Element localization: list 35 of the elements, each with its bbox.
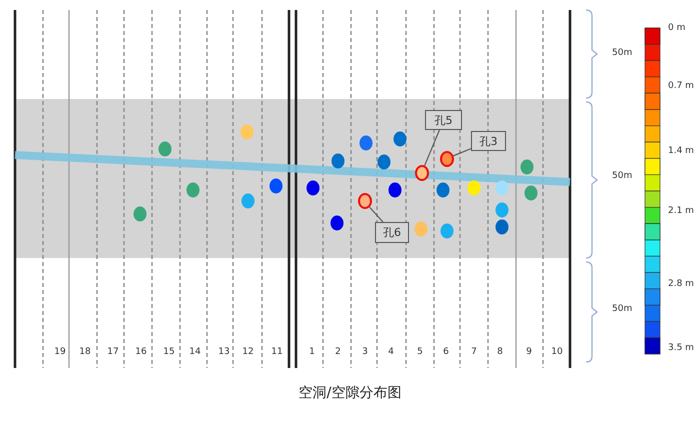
callout-label: 孔6 [375, 222, 409, 243]
column-number: 4 [388, 347, 394, 357]
column-number: 1 [309, 347, 315, 357]
legend-label: 0 m [668, 23, 686, 33]
column-number: 14 [189, 347, 201, 357]
column-number: 18 [79, 347, 91, 357]
column-number: 6 [443, 347, 449, 357]
column-number: 2 [335, 347, 341, 357]
column-number: 3 [362, 347, 368, 357]
caption: 空洞/空隙分布图 [298, 384, 402, 402]
legend-label: 3.5 m [668, 343, 694, 353]
legend-label: 1.4 m [668, 146, 694, 156]
column-number: 10 [551, 347, 563, 357]
column-number: 5 [417, 347, 423, 357]
column-number: 7 [471, 347, 477, 357]
column-number: 16 [135, 347, 147, 357]
leader-line [424, 130, 440, 166]
legend-label: 2.8 m [668, 279, 694, 289]
callout-label: 孔3 [471, 131, 506, 151]
legend-label: 0.7 m [668, 81, 694, 91]
column-number: 19 [54, 347, 66, 357]
column-number: 13 [218, 347, 230, 357]
legend-label: 2.1 m [668, 206, 694, 216]
column-number: 11 [271, 347, 283, 357]
column-number: 15 [163, 347, 175, 357]
leader-line [453, 148, 472, 156]
column-number: 8 [497, 347, 503, 357]
dimension-label: 50m [612, 171, 632, 181]
dimension-label: 50m [612, 304, 632, 314]
column-number: 12 [242, 347, 254, 357]
column-number: 9 [526, 347, 532, 357]
leader-line [369, 206, 384, 222]
callout-label: 孔5 [425, 110, 462, 130]
column-number: 17 [107, 347, 119, 357]
dimension-label: 50m [612, 48, 632, 58]
